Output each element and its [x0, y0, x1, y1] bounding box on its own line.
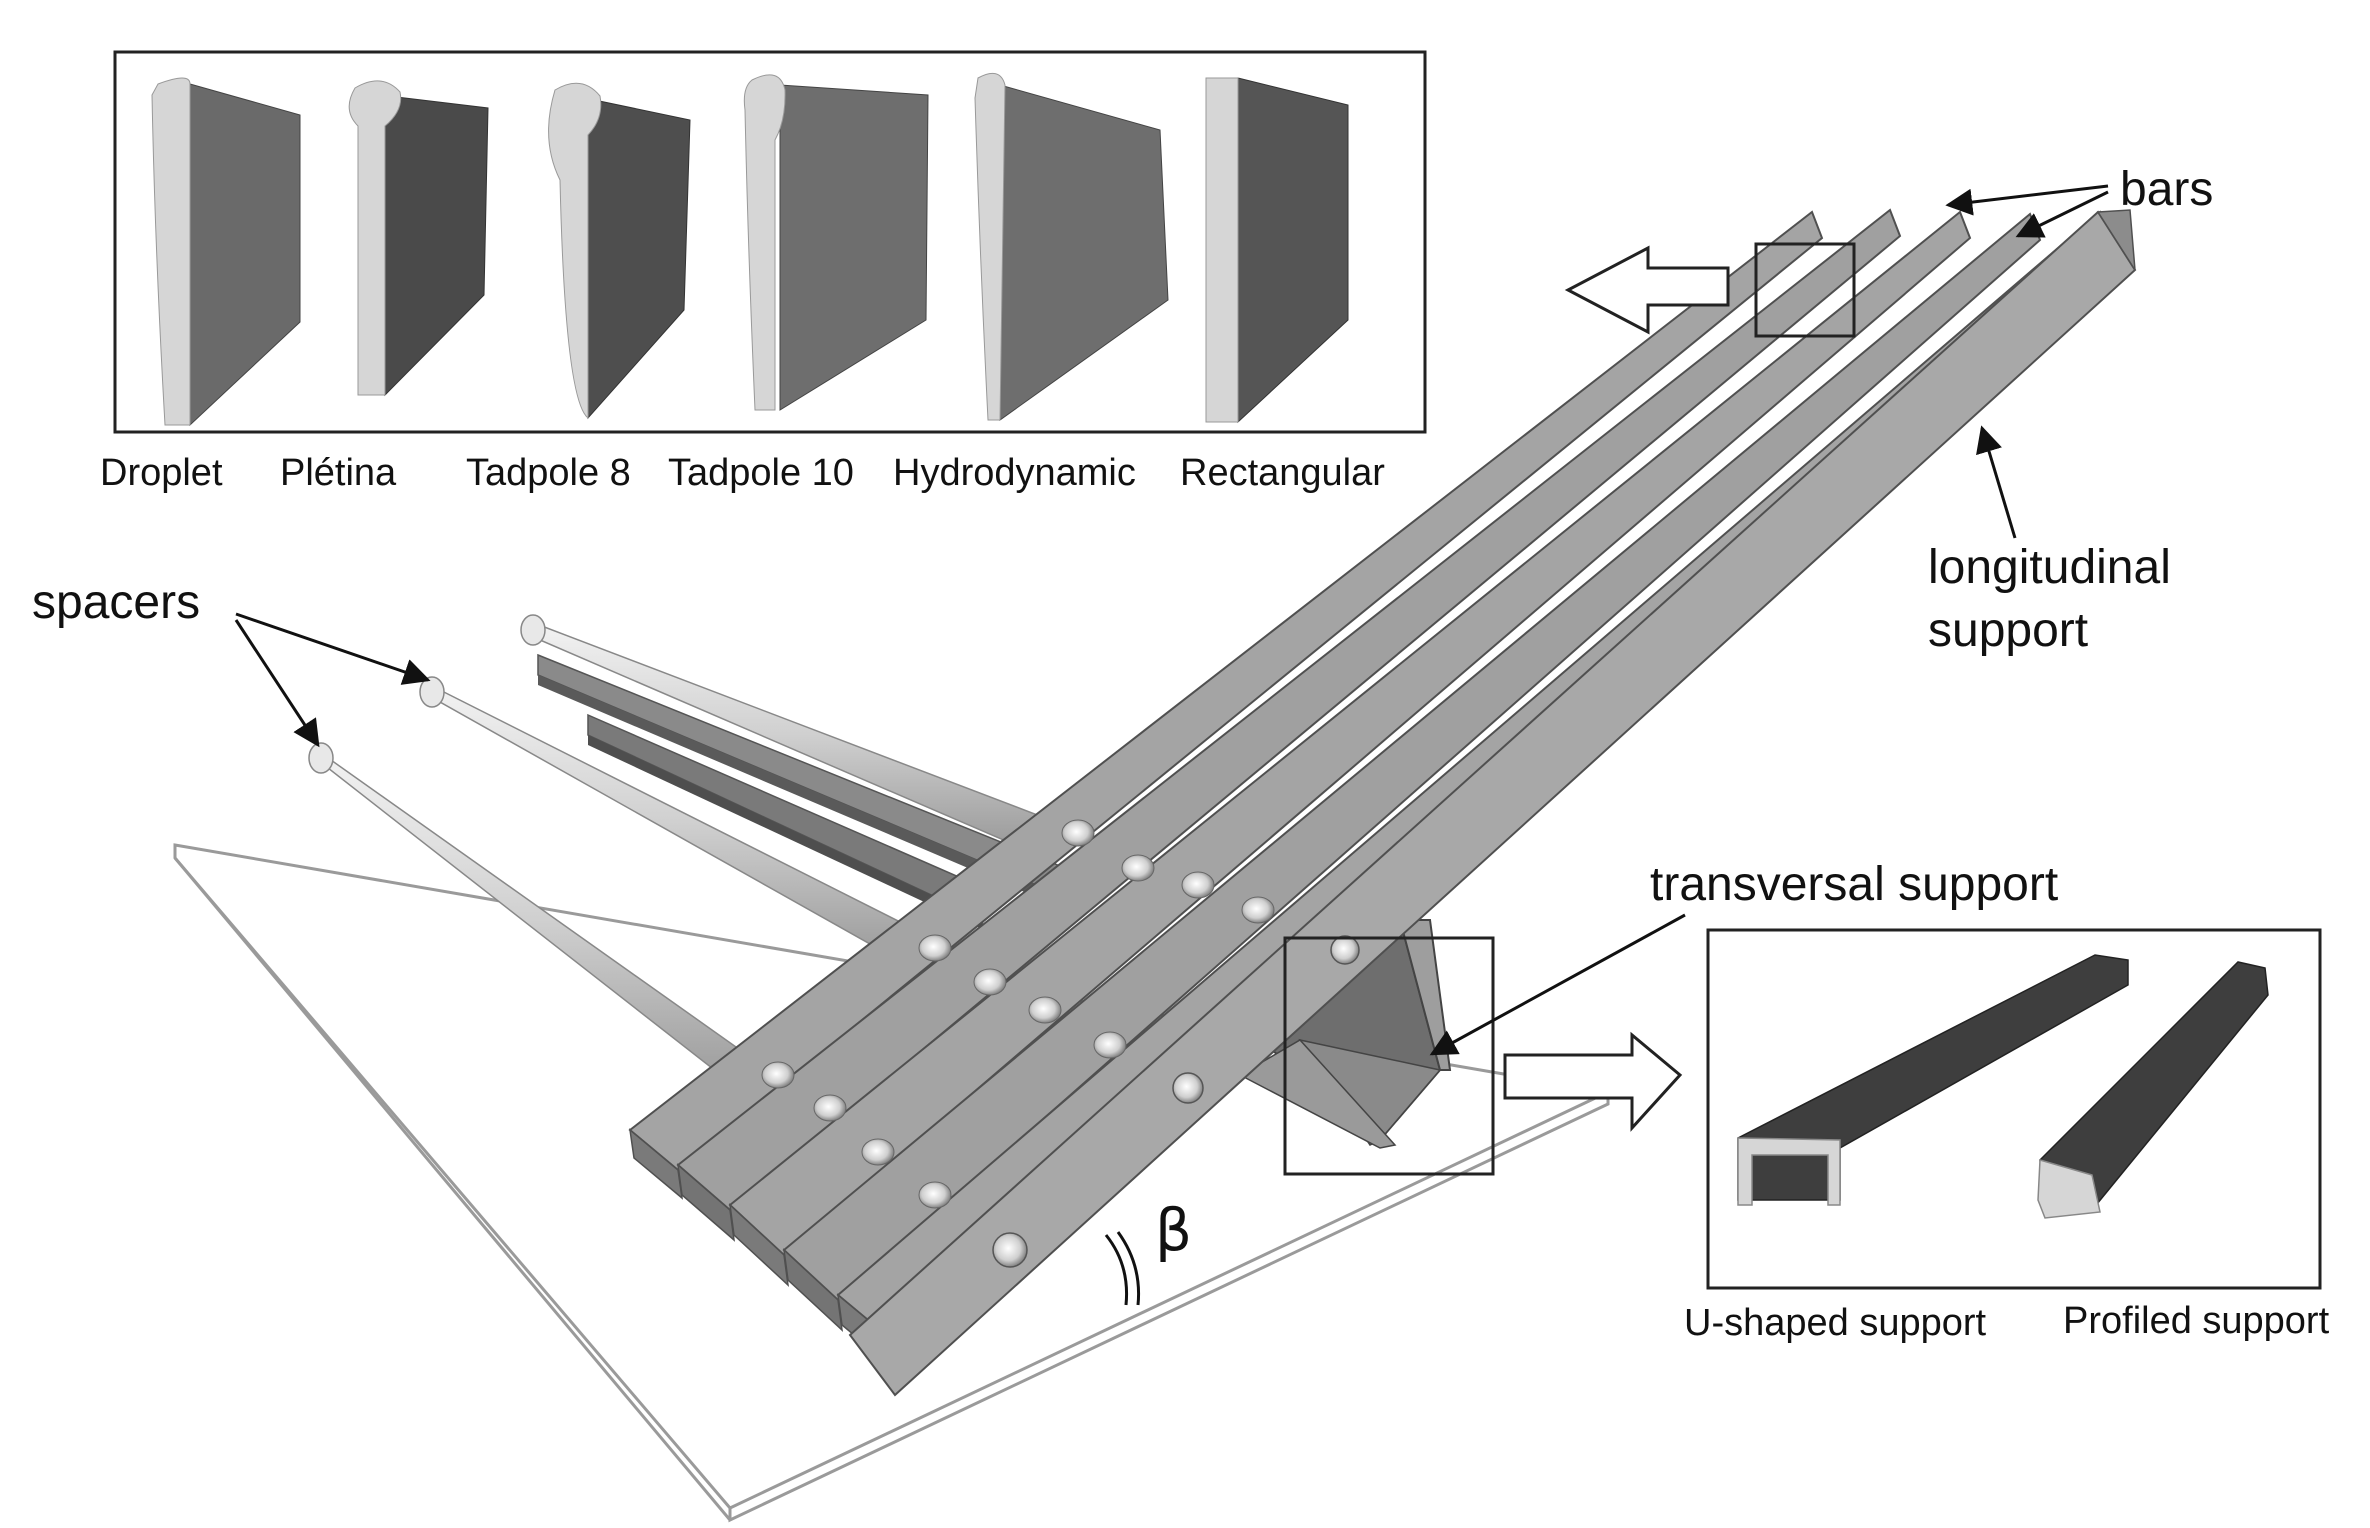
angle-beta: β [1104, 1196, 1192, 1306]
profile-label-rectangular: Rectangular [1180, 452, 1385, 494]
spacer-rod-end [419, 676, 445, 708]
bar-side [628, 1128, 684, 1200]
spacers-label: spacers [32, 576, 200, 629]
profile-label-tadpole-8: Tadpole 8 [466, 452, 631, 494]
support-profiles-inset [1706, 928, 2322, 1290]
profile-rectangular [1205, 77, 1349, 424]
hollow-arrow-right [1503, 1031, 1683, 1132]
profile-u-shaped [1737, 954, 2129, 1206]
back-plates [537, 653, 1071, 928]
transversal-support-label: transversal support [1650, 858, 2058, 911]
profile-label-tadpole-10: Tadpole 10 [668, 452, 854, 494]
longitudinal-support-label-line2: support [1928, 604, 2088, 657]
bar-profiles-inset [113, 50, 1427, 434]
spacer-rods [308, 614, 1042, 1092]
spacer-rod-end [520, 614, 546, 646]
profile-tadpole-10 [743, 74, 929, 411]
profile-label-droplet: Droplet [100, 452, 223, 494]
longitudinal-support-callout: longitudinal support [1928, 425, 2171, 657]
profile-tadpole-8 [548, 82, 691, 420]
bar-zoom-callout [1564, 242, 1856, 338]
bars-label: bars [2120, 163, 2213, 216]
profile-profiled [2037, 961, 2269, 1219]
bar-side [782, 1248, 844, 1332]
profile-label-pletina: Plétina [280, 452, 397, 494]
bars-callout: bars [1945, 163, 2213, 238]
spacers-callout: spacers [32, 576, 431, 748]
longitudinal-support [848, 209, 2137, 1397]
profile-pletina [348, 80, 489, 397]
hollow-arrow-left [1564, 245, 1730, 335]
profile-label-hydrodynamic: Hydrodynamic [893, 452, 1136, 494]
profile-hydrodynamic [974, 72, 1169, 421]
support-label-u-shaped: U-shaped support [1684, 1302, 1987, 1344]
bar-side [676, 1163, 736, 1242]
angle-beta-label: β [1155, 1196, 1192, 1264]
profile-droplet [151, 77, 301, 427]
transversal-support-callout: transversal support [1429, 858, 2058, 1056]
spacer-rod-end [308, 742, 334, 774]
support-zoom-callout [1283, 936, 1683, 1176]
spacer-rod [313, 747, 762, 1092]
bar-side [728, 1203, 790, 1287]
longitudinal-support-label-line1: longitudinal [1928, 541, 2171, 594]
spacer-stubs [761, 819, 1360, 1268]
support-label-profiled: Profiled support [2063, 1300, 2330, 1342]
bar-profile-labels: Droplet Plétina Tadpole 8 Tadpole 10 Hyd… [100, 452, 1385, 494]
